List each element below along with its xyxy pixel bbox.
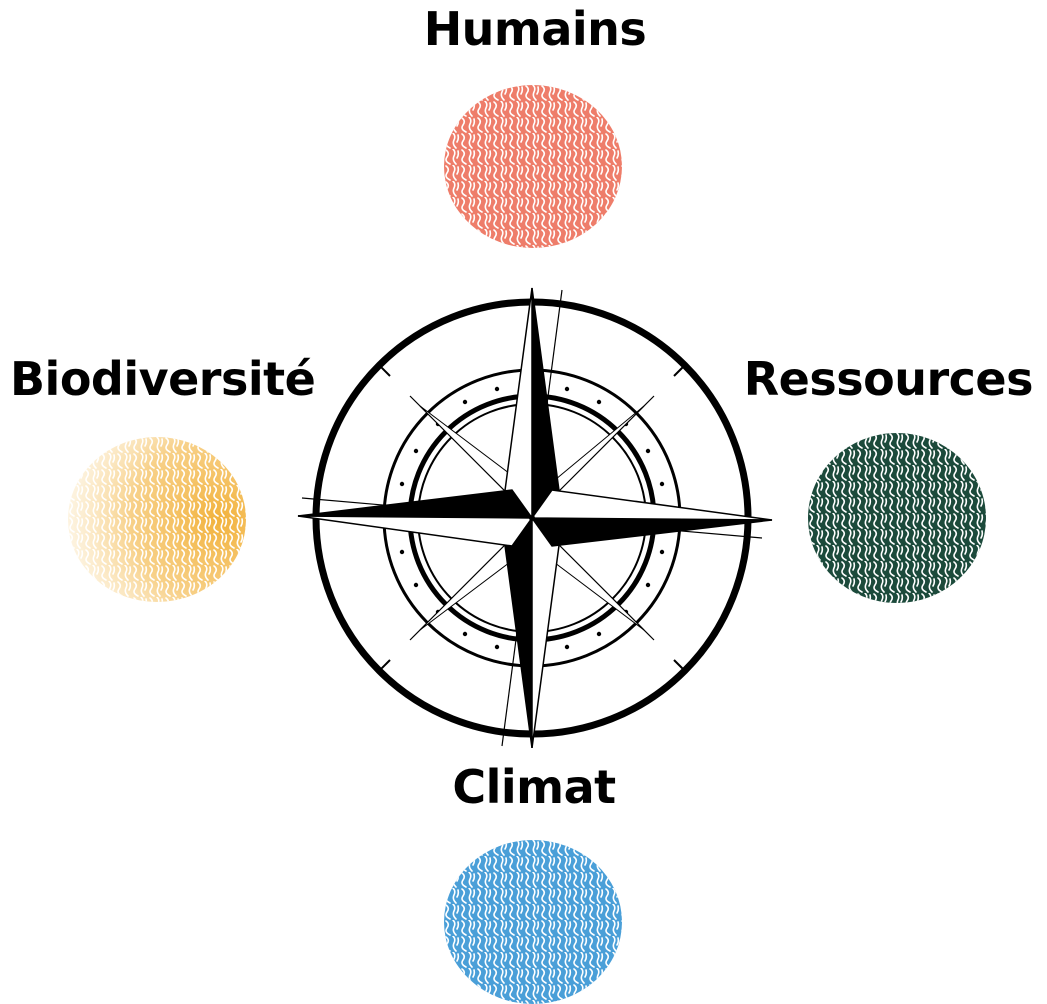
label-humains: Humains (423, 2, 647, 56)
compass-rose-icon (290, 268, 780, 749)
humains-circle (444, 85, 622, 248)
biodiversite-circle (68, 437, 246, 602)
label-ressources: Ressources (743, 352, 1034, 406)
climat-circle (444, 840, 622, 1004)
label-biodiversite: Biodiversité (10, 352, 316, 406)
ressources-circle (808, 433, 986, 603)
label-climat: Climat (452, 760, 616, 814)
